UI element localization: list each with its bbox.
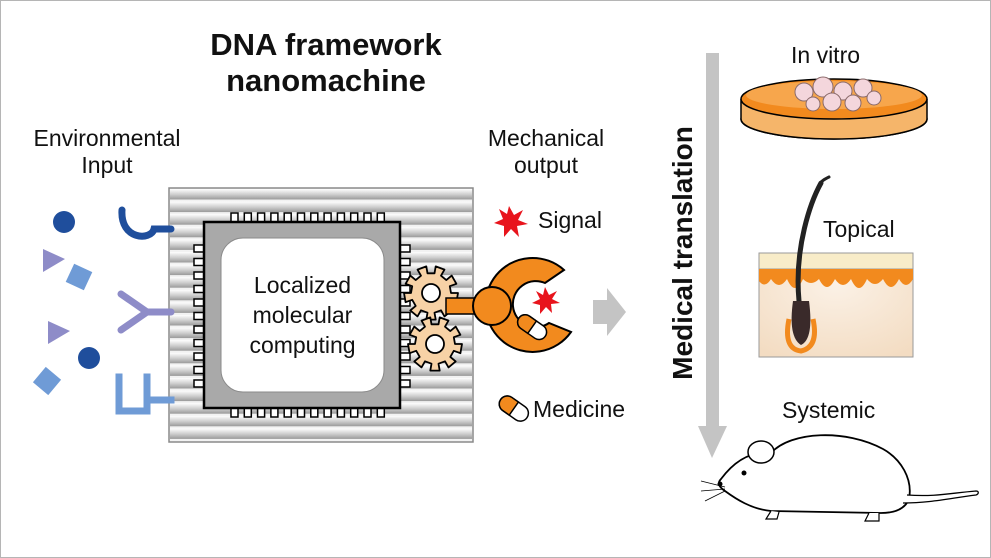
molecular-computing-chip: [193, 212, 411, 418]
output-arrow: [593, 288, 626, 336]
medicine-label: Medicine: [533, 396, 626, 422]
signal-star-icon: [494, 206, 528, 237]
receptor-square: [115, 373, 175, 415]
diagram-title: DNA framework nanomachine: [171, 27, 481, 99]
petri-dish-icon: [740, 76, 928, 140]
mechanical-output-label: Mechanical output: [487, 125, 605, 178]
chip-label: Localized molecular computing: [249, 272, 356, 358]
pill-icon: [516, 314, 548, 341]
light-blue-diamond-molecule: [32, 366, 62, 396]
systemic-label: Systemic: [782, 397, 876, 423]
input-molecules: [32, 211, 100, 396]
topical-label: Topical: [823, 216, 895, 242]
lavender-triangle-molecule: [43, 249, 65, 272]
in-vitro-label: In vitro: [791, 42, 861, 68]
receptor-y-shape: [117, 290, 175, 334]
light-blue-diamond-molecule: [65, 263, 93, 291]
title-line-1: DNA framework: [210, 27, 442, 62]
signal-burst-icon: [532, 287, 560, 314]
environmental-input-label: Environmental Input: [33, 125, 181, 178]
skin-hair-icon: [758, 175, 914, 358]
gear-icon: [403, 265, 459, 321]
dark-blue-circle-molecule: [53, 211, 75, 233]
title-line-2: nanomachine: [226, 63, 426, 98]
mouse-icon: [700, 434, 979, 522]
medicine-capsule-icon: [498, 395, 530, 422]
signal-label: Signal: [538, 207, 602, 233]
medical-translation-label: Medical translation: [667, 126, 698, 380]
dark-blue-circle-molecule: [78, 347, 100, 369]
gear-icon: [407, 316, 463, 372]
medical-translation-arrow: [698, 53, 727, 458]
lavender-triangle-molecule: [48, 321, 70, 344]
mechanical-gripper: [445, 256, 573, 353]
receptor-round: [118, 206, 175, 240]
